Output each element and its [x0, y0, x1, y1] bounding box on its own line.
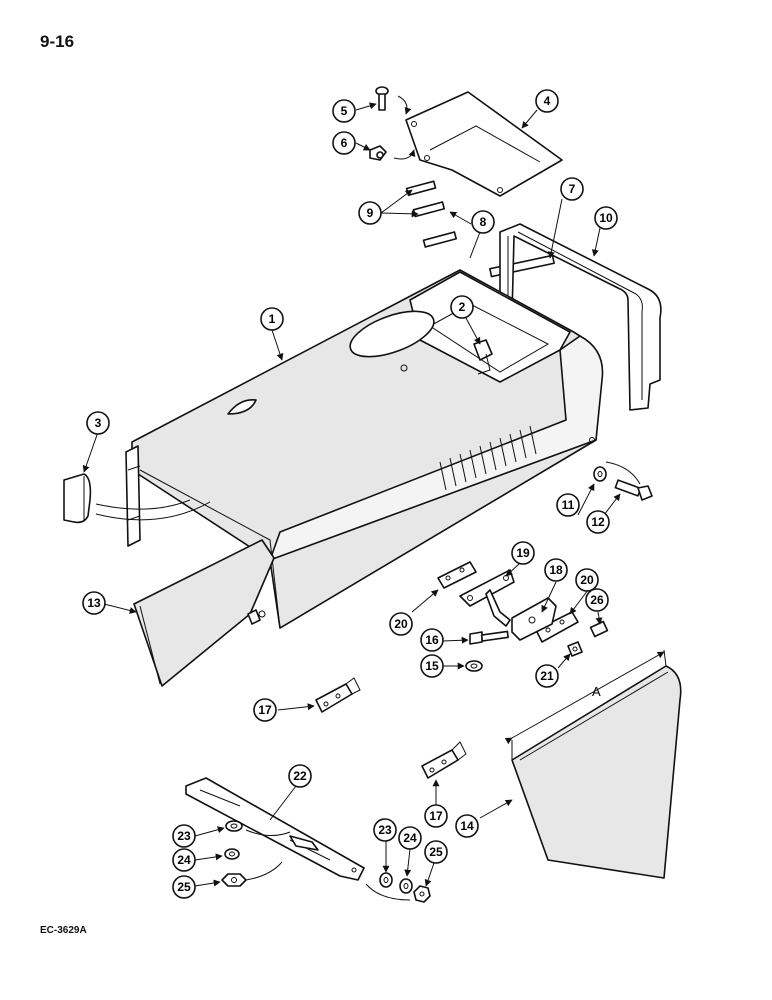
louvre-vents — [439, 425, 537, 491]
callout-number: 6 — [341, 136, 348, 150]
callout-number: 23 — [378, 823, 392, 837]
callout-12: 12 — [586, 510, 610, 534]
callout-number: 19 — [516, 546, 530, 560]
callout-number: 10 — [599, 211, 613, 225]
callout-number: 13 — [87, 596, 101, 610]
callout-25a: 25 — [172, 875, 196, 899]
callout-number: 15 — [425, 659, 439, 673]
lockwasher-24-right — [399, 878, 413, 894]
callout-24a: 24 — [172, 848, 196, 872]
callout-4: 4 — [535, 89, 559, 113]
dimension-label: A — [592, 684, 601, 699]
clip — [473, 339, 493, 375]
nut-25-left — [221, 873, 247, 887]
callout-number: 22 — [293, 769, 307, 783]
callout-number: 17 — [429, 809, 443, 823]
washer-23-right — [379, 872, 393, 888]
long-bracket — [185, 777, 365, 881]
callout-23b: 23 — [373, 818, 397, 842]
callout-leaders — [82, 102, 621, 887]
callout-18: 18 — [544, 558, 568, 582]
callout-6: 6 — [332, 131, 356, 155]
hood-body — [125, 269, 604, 629]
callout-number: 25 — [429, 845, 443, 859]
callout-7: 7 — [560, 177, 584, 201]
callout-14: 14 — [455, 814, 479, 838]
plate-20a — [437, 561, 477, 589]
callout-number: 20 — [580, 573, 594, 587]
washer-23-left — [225, 820, 243, 832]
callout-number: 18 — [549, 563, 563, 577]
page-number: 9-16 — [40, 32, 75, 51]
callout-22: 22 — [288, 764, 312, 788]
callout-number: 11 — [562, 498, 575, 512]
bushing-26 — [589, 620, 609, 638]
callout-number: 16 — [425, 633, 439, 647]
callout-number: 4 — [544, 94, 551, 108]
callout-11: 11 — [556, 493, 580, 517]
callout-16: 16 — [420, 628, 444, 652]
callout-number: 7 — [569, 182, 576, 196]
callout-number: 25 — [177, 880, 191, 894]
callout-number: 24 — [403, 831, 417, 845]
callout-23a: 23 — [172, 824, 196, 848]
washer-15 — [465, 660, 483, 672]
callout-number: 12 — [591, 515, 605, 529]
callout-17a: 17 — [253, 698, 277, 722]
plate-20b — [535, 611, 579, 643]
callout-20a: 20 — [389, 612, 413, 636]
seal-strips — [405, 180, 458, 248]
callout-number: 14 — [460, 819, 474, 833]
callout-25b: 25 — [424, 840, 448, 864]
callout-8: 8 — [471, 210, 495, 234]
callout-number: 3 — [95, 416, 102, 430]
bumper-pad — [63, 473, 92, 524]
callout-3: 3 — [86, 411, 110, 435]
hinge-bracket — [459, 569, 515, 627]
callout-number: 26 — [590, 593, 604, 607]
callout-24b: 24 — [398, 826, 422, 850]
lockwasher-24-left — [224, 848, 240, 860]
wing-nut — [369, 145, 387, 161]
dimension-a — [504, 649, 667, 760]
latch-plate-17a — [315, 677, 361, 713]
cover-plate — [405, 91, 563, 197]
callout-number: 20 — [394, 617, 408, 631]
callout-9: 9 — [358, 201, 382, 225]
callout-1: 1 — [260, 307, 284, 331]
callout-number: 1 — [269, 312, 276, 326]
bolt-12 — [614, 479, 653, 501]
figure-code: EC-3629A — [40, 925, 87, 936]
callout-20b: 20 — [575, 568, 599, 592]
bolt-16 — [469, 630, 509, 645]
screw — [375, 86, 389, 111]
callout-15: 15 — [420, 654, 444, 678]
callout-5: 5 — [332, 99, 356, 123]
callout-number: 2 — [459, 300, 466, 314]
callout-17b: 17 — [424, 804, 448, 828]
callout-10: 10 — [594, 206, 618, 230]
callout-number: 24 — [177, 853, 191, 867]
callout-number: 21 — [540, 669, 554, 683]
callout-19: 19 — [511, 541, 535, 565]
latch-plate-17b — [421, 741, 467, 779]
callout-26: 26 — [585, 588, 609, 612]
callout-2: 2 — [450, 295, 474, 319]
nut-25-right — [413, 885, 431, 903]
nut-21 — [567, 641, 583, 657]
callout-13: 13 — [82, 591, 106, 615]
callout-21: 21 — [535, 664, 559, 688]
callout-number: 9 — [367, 206, 374, 220]
side-panel-left — [133, 539, 275, 687]
callout-number: 23 — [177, 829, 191, 843]
callout-number: 5 — [341, 104, 348, 118]
callout-number: 17 — [258, 703, 272, 717]
washer-11 — [593, 466, 607, 482]
callout-number: 8 — [480, 215, 487, 229]
